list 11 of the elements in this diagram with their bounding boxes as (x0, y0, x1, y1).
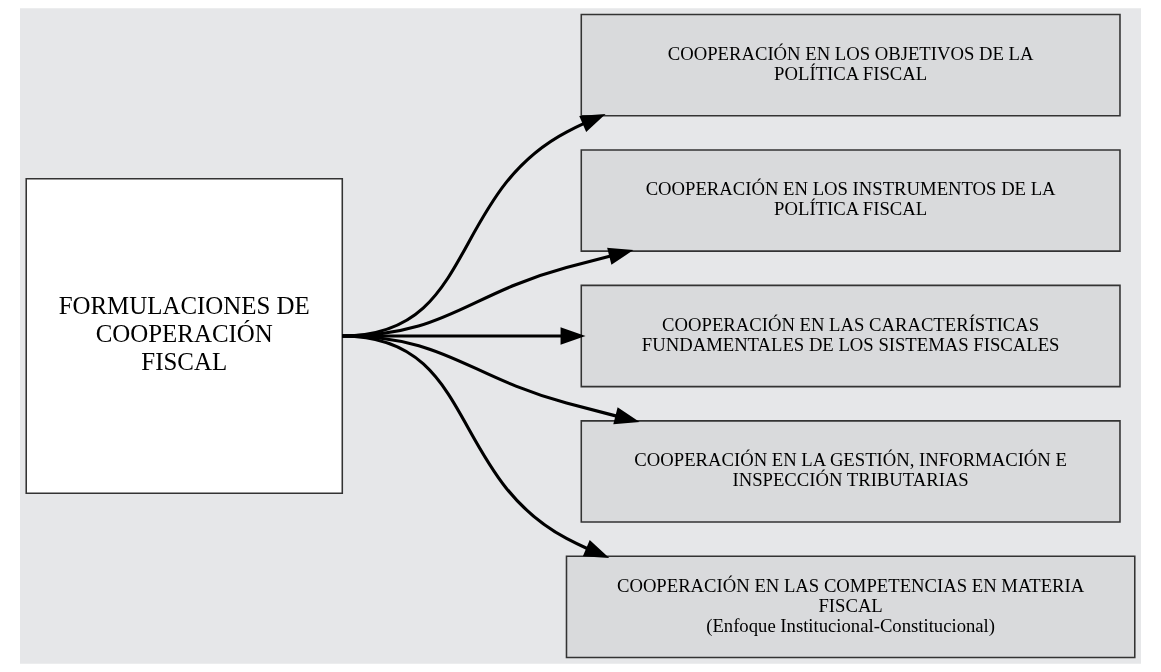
node-box: COOPERACIÓN EN LAS CARACTERÍSTICAS FUNDAMENTALES DE LOS SISTEMAS FISCALES (580, 284, 1121, 388)
arrow (342, 114, 606, 338)
node-box: FORMULACIONES DE COOPERACIÓN FISCAL (25, 177, 344, 495)
node-box: COOPERACIÓN EN LOS OBJETIVOS DE LA POLÍTICA FISCAL (580, 13, 1121, 117)
node-box: COOPERACIÓN EN LA GESTIÓN, INFORMACIÓN E INSPECCIÓN TRIBUTARIAS (580, 420, 1121, 523)
arrow (342, 327, 586, 345)
arrow (342, 334, 640, 425)
node-box: COOPERACIÓN EN LOS INSTRUMENTOS DE LA POLÍTICA FISCAL (580, 149, 1121, 252)
arrow (342, 247, 634, 338)
arrow (342, 334, 610, 558)
node-box: COOPERACIÓN EN LAS COMPETENCIAS EN MATERIA FISCAL (Enfoque Institucional-Constitucional) (565, 555, 1136, 659)
